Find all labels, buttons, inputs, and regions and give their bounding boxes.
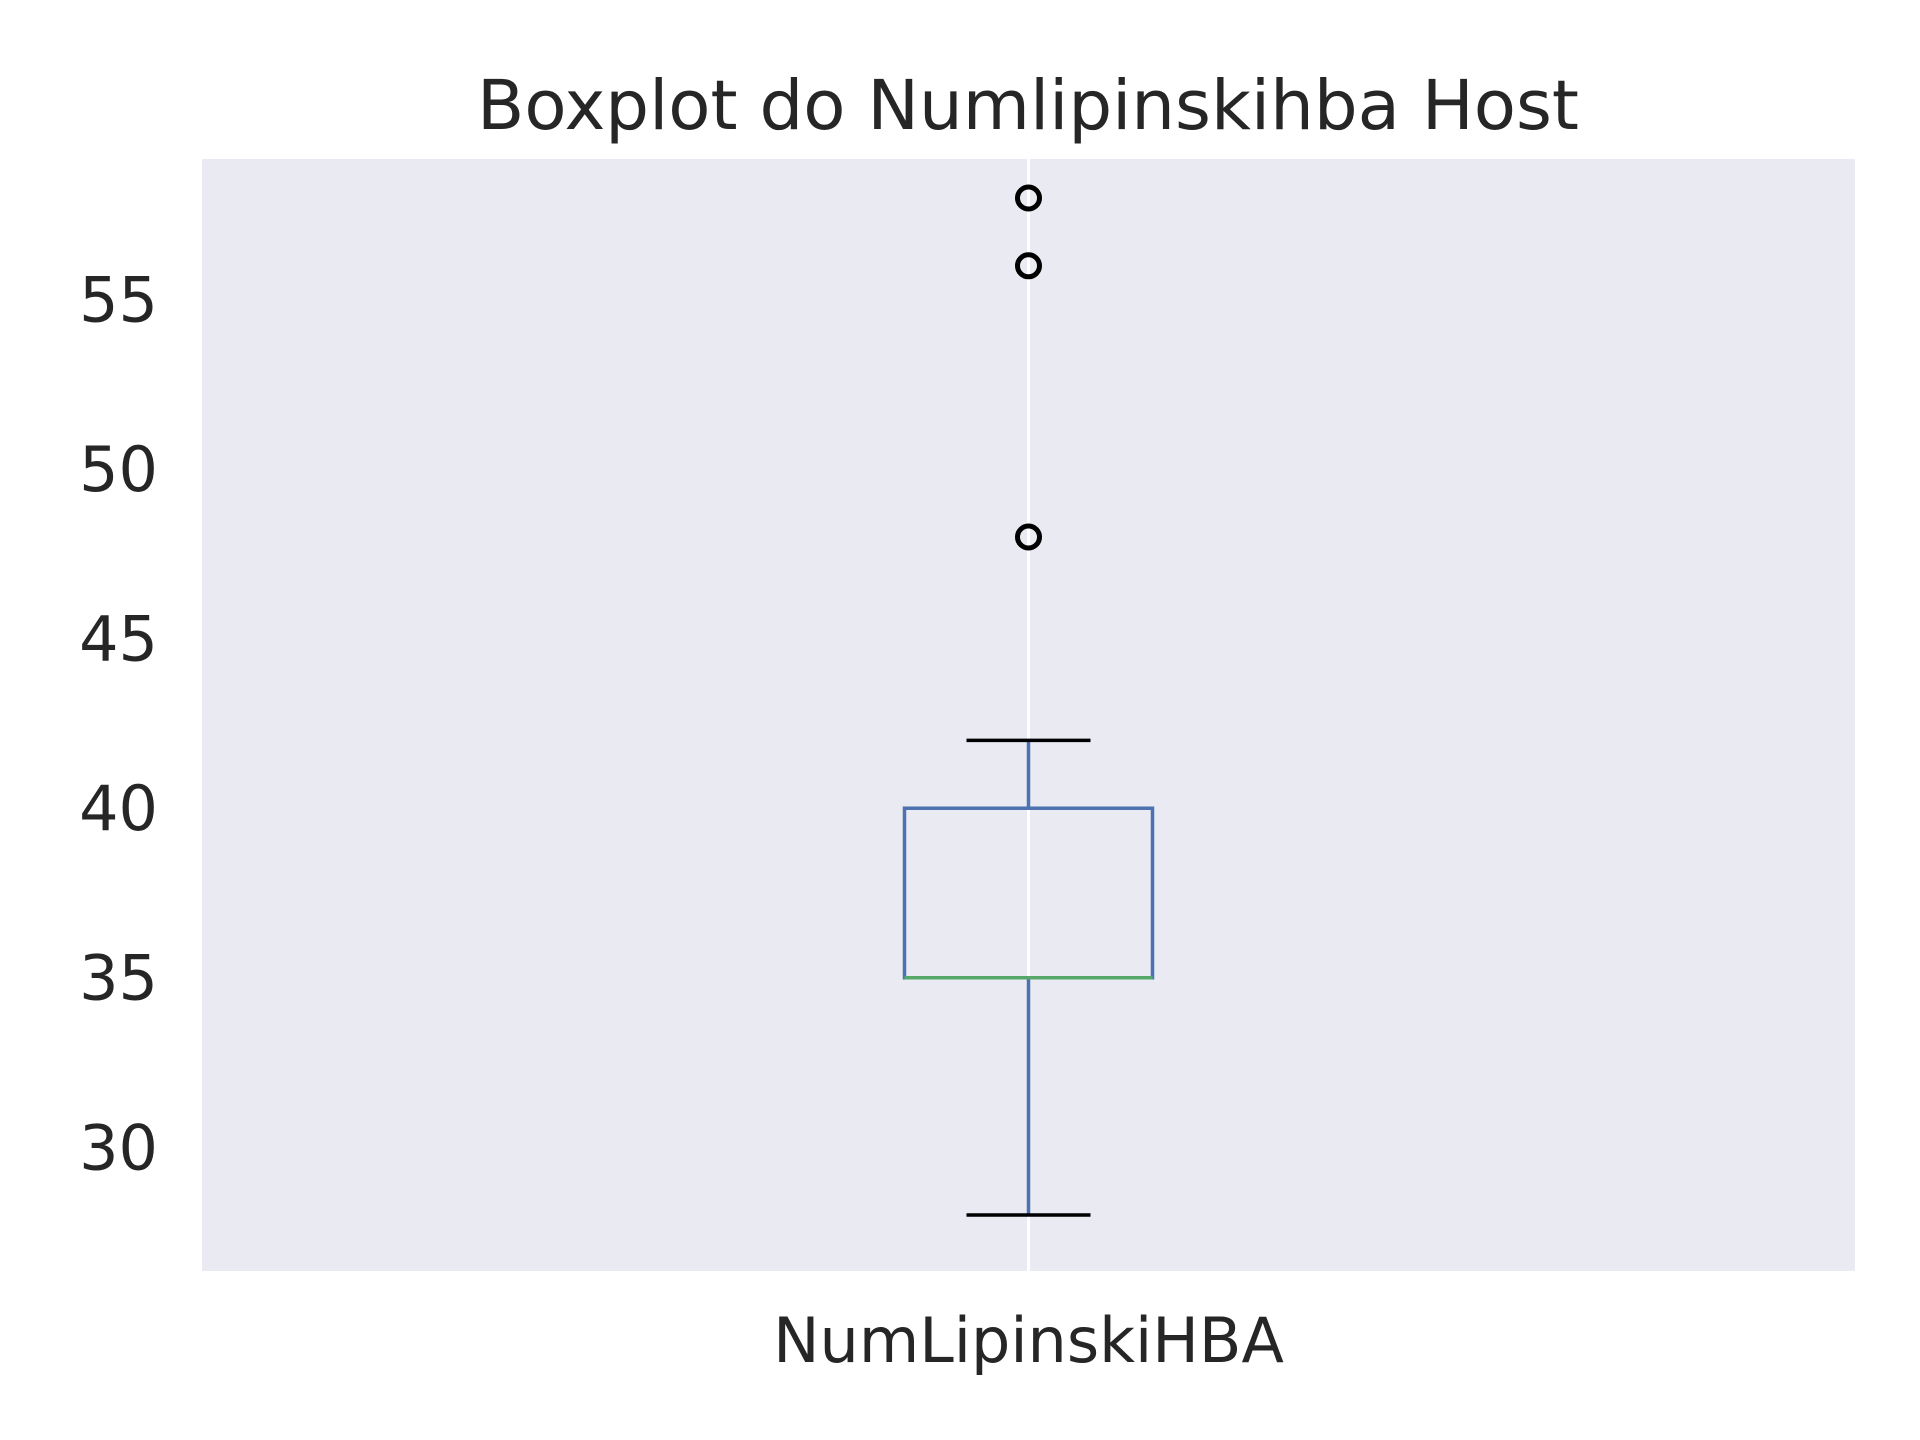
y-tick-label: 35 [79,942,158,1015]
y-tick-label: 30 [79,1111,158,1184]
chart-title: Boxplot do Numlipinskihba Host [477,66,1579,146]
y-tick-label: 45 [79,603,158,676]
y-tick-label: 50 [79,433,158,506]
box-series [902,184,1155,1217]
outlier-point [1015,252,1042,280]
outlier-point [1015,523,1042,551]
x-tick-label: NumLipinskiHBA [773,1304,1284,1377]
outlier-point [1015,184,1042,212]
y-tick-label: 55 [79,264,158,337]
y-tick-label: 40 [79,772,158,845]
